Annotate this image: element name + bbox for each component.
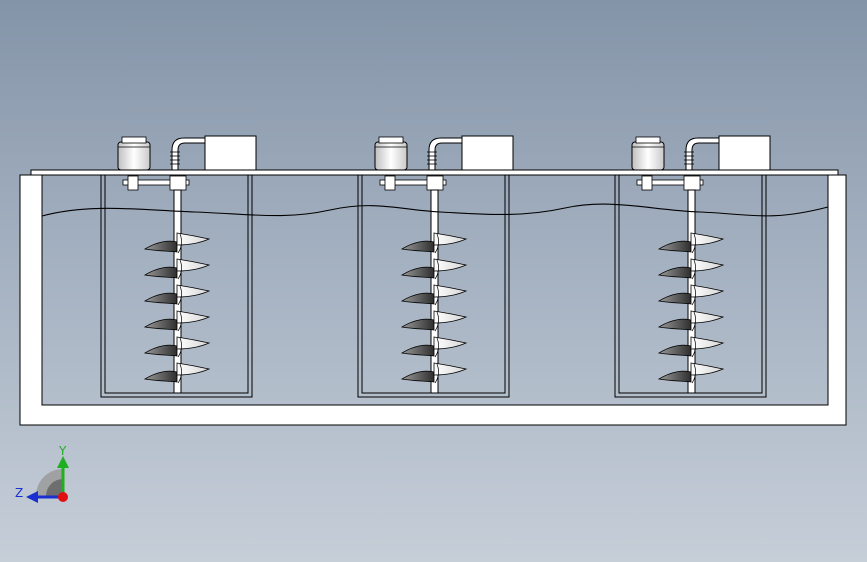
drive-belt — [636, 179, 704, 186]
auger-blade-right — [176, 362, 211, 376]
auger-blade-right — [433, 284, 468, 298]
blade-edge — [177, 363, 182, 384]
blade-edge — [691, 285, 696, 306]
blade-edge — [177, 259, 182, 280]
motor-cylinder — [631, 141, 665, 171]
auger-blade-right — [433, 258, 468, 272]
blade-edge — [691, 311, 696, 332]
blade-edge — [177, 337, 182, 358]
mixer-unit-2 — [357, 135, 514, 398]
blade-edge — [691, 233, 696, 254]
auger-blade-right — [176, 336, 211, 350]
auger-blade-right — [176, 284, 211, 298]
auger-blade-left — [657, 318, 692, 331]
blade-edge — [177, 233, 182, 254]
pipe-elbow — [685, 137, 720, 171]
auger-blade-right — [433, 336, 468, 350]
drive-belt — [122, 179, 190, 186]
pulley-left — [127, 175, 139, 191]
auger-blade-left — [143, 318, 178, 331]
blade-edge — [434, 259, 439, 280]
auger-blade-left — [657, 240, 692, 253]
pulley-left — [384, 175, 396, 191]
control-box — [461, 135, 514, 171]
liquid-surface-line — [41, 203, 829, 217]
auger-blade-left — [400, 318, 435, 331]
pulley-left — [641, 175, 653, 191]
blade-edge — [434, 233, 439, 254]
auger-blade-left — [143, 344, 178, 357]
auger-blade-right — [690, 232, 725, 246]
auger-blade-right — [433, 232, 468, 246]
motor-top — [121, 136, 147, 144]
blade-edge — [691, 337, 696, 358]
pulley-right — [426, 175, 444, 191]
auger-blade-right — [433, 362, 468, 376]
auger-blade-left — [400, 240, 435, 253]
auger-blade-right — [176, 310, 211, 324]
auger-blade-right — [690, 284, 725, 298]
auger-blade-left — [143, 370, 178, 383]
auger-blade-left — [143, 292, 178, 305]
blade-edge — [691, 363, 696, 384]
top-plate — [30, 169, 839, 176]
auger-blade-left — [657, 344, 692, 357]
auger-blade-left — [657, 266, 692, 279]
blade-edge — [177, 311, 182, 332]
auger-blade-left — [657, 292, 692, 305]
motor-top — [635, 136, 661, 144]
control-box — [718, 135, 771, 171]
control-box — [204, 135, 257, 171]
blade-edge — [691, 259, 696, 280]
mixer-unit-1 — [100, 135, 257, 398]
auger-blade-right — [690, 362, 725, 376]
auger-blade-right — [433, 310, 468, 324]
auger-blade-left — [400, 344, 435, 357]
auger-blade-left — [143, 266, 178, 279]
blade-edge — [434, 285, 439, 306]
blade-edge — [434, 311, 439, 332]
auger-blade-left — [143, 240, 178, 253]
auger-blade-right — [690, 310, 725, 324]
motor-top — [378, 136, 404, 144]
motor-cylinder — [374, 141, 408, 171]
auger-blade-left — [400, 266, 435, 279]
blade-edge — [434, 363, 439, 384]
auger-blade-left — [400, 370, 435, 383]
blade-edge — [434, 337, 439, 358]
auger-blade-left — [400, 292, 435, 305]
blade-edge — [177, 285, 182, 306]
auger-blade-left — [657, 370, 692, 383]
pipe-elbow — [428, 137, 463, 171]
drive-belt — [379, 179, 447, 186]
motor-cylinder — [117, 141, 151, 171]
pipe-elbow — [171, 137, 206, 171]
auger-blade-right — [176, 258, 211, 272]
auger-blade-right — [690, 258, 725, 272]
mixer-unit-3 — [614, 135, 771, 398]
auger-blade-right — [690, 336, 725, 350]
auger-blade-right — [176, 232, 211, 246]
pulley-right — [683, 175, 701, 191]
pulley-right — [169, 175, 187, 191]
